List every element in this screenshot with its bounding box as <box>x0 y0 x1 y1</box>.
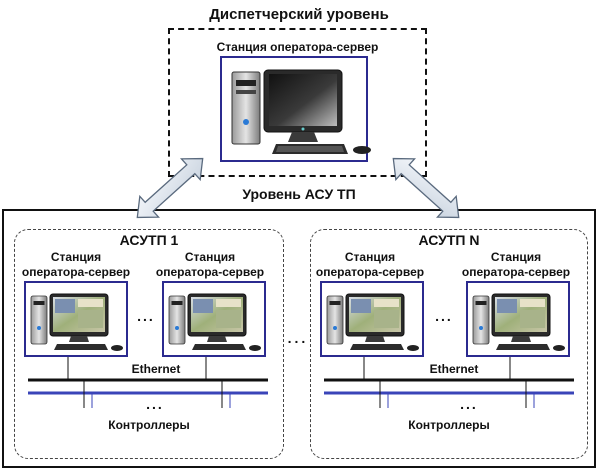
station-label-nb: Станция оператора-сервер <box>461 250 571 279</box>
desktop-computer-icon <box>472 293 566 352</box>
desktop-computer-icon <box>168 293 262 352</box>
acs-level-box <box>2 209 596 468</box>
ethernet-bus-1 <box>28 357 268 408</box>
station-frame-1a <box>24 281 128 357</box>
dispatcher-station-frame <box>220 56 368 162</box>
group-title-n: АСУТП N <box>418 232 480 248</box>
dispatcher-station-label: Станция оператора-сервер <box>216 40 379 54</box>
station-label-1a: Станция оператора-сервер <box>21 250 131 279</box>
stations-ellipsis-n: ... <box>435 308 453 324</box>
group-title-1: АСУТП 1 <box>119 232 179 248</box>
station-frame-1b <box>162 281 266 357</box>
group-box-1 <box>14 229 284 459</box>
groups-ellipsis: ... <box>287 330 309 346</box>
station-label-1b: Станция оператора-сервер <box>155 250 265 279</box>
controllers-ellipsis-1: ... <box>146 396 164 412</box>
station-frame-na <box>320 281 424 357</box>
desktop-computer-icon <box>326 293 420 352</box>
bidirectional-arrow-icon <box>136 157 204 219</box>
network-label-n: Ethernet <box>429 362 479 376</box>
desktop-computer-icon <box>30 293 124 352</box>
station-frame-nb <box>466 281 570 357</box>
controllers-label-1: Контроллеры <box>108 418 190 432</box>
station-label-na: Станция оператора-сервер <box>315 250 425 279</box>
dispatcher-level-box <box>168 28 427 177</box>
acs-level-title: Уровень АСУ ТП <box>242 186 356 202</box>
controllers-label-n: Контроллеры <box>408 418 490 432</box>
group-box-n <box>310 229 588 459</box>
controllers-ellipsis-n: ... <box>460 396 478 412</box>
desktop-computer-icon <box>231 69 372 155</box>
ethernet-bus-n <box>324 357 574 408</box>
network-label-1: Ethernet <box>131 362 181 376</box>
bidirectional-arrow-icon <box>392 157 460 219</box>
stations-ellipsis-1: ... <box>137 308 155 324</box>
dispatcher-level-title: Диспетчерский уровень <box>209 6 389 23</box>
